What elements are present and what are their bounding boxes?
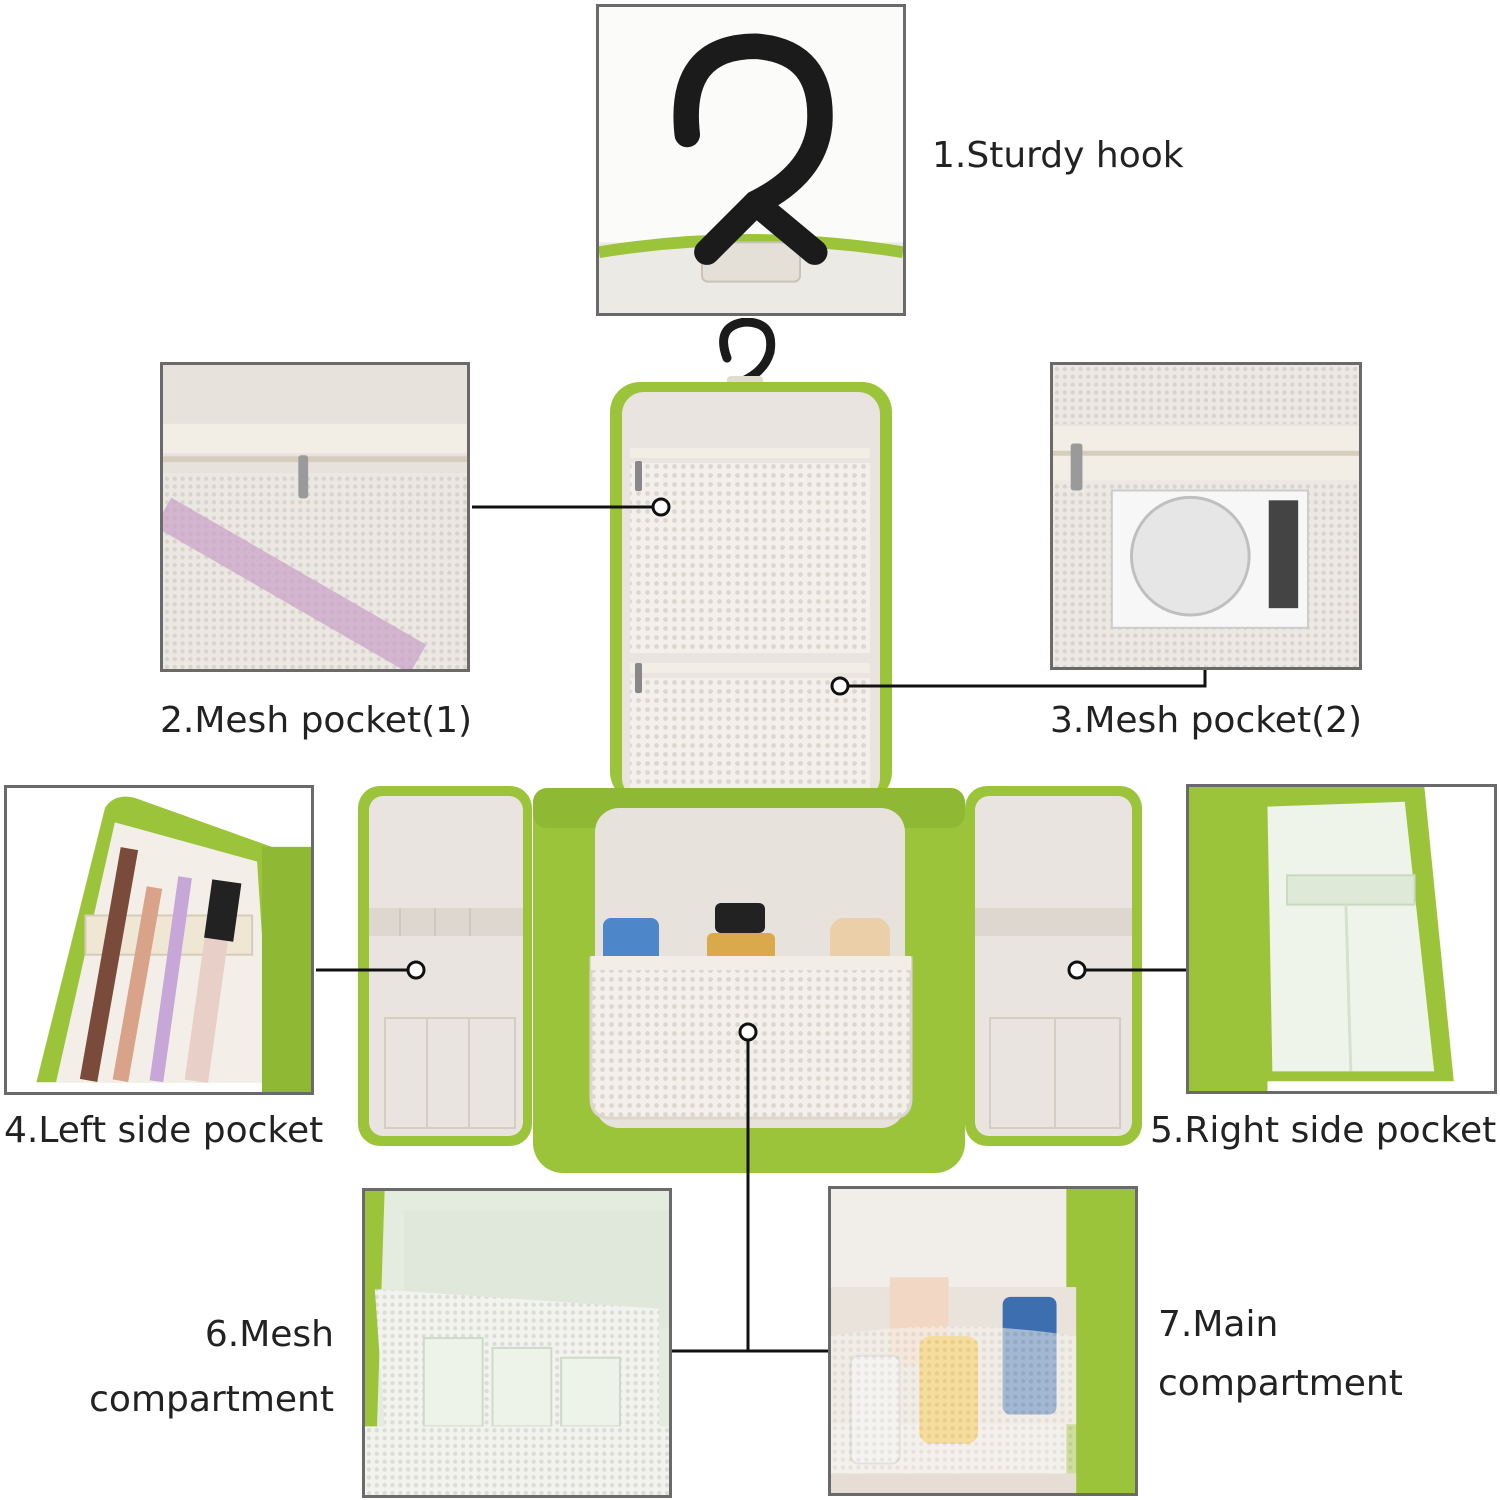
compact-mirror-icon <box>1130 495 1251 617</box>
label-left-side-pocket: 4.Left side pocket <box>4 1110 324 1151</box>
label-mesh-pocket-1: 2.Mesh pocket(1) <box>160 700 473 741</box>
label-right-side-pocket: 5.Right side pocket <box>1150 1110 1497 1151</box>
zipper-pull-icon <box>298 455 309 499</box>
label-main-compartment-line1: 7.Main <box>1158 1304 1279 1345</box>
right-side-pocket-image <box>1186 784 1497 1094</box>
label-mesh-compartment: 6.Mesh compartment <box>89 1312 334 1422</box>
label-mesh-compartment-line1: 6.Mesh <box>204 1314 334 1355</box>
brush-icon <box>79 847 139 1082</box>
mesh-pocket-1-image <box>160 362 470 672</box>
hook-detail-image <box>596 4 906 316</box>
label-mesh-compartment-line2: compartment <box>89 1379 334 1420</box>
mesh-compartment-image <box>362 1188 672 1498</box>
label-main-compartment: 7.Main compartment <box>1158 1302 1403 1406</box>
mesh-pocket-2-image <box>1050 362 1362 670</box>
zipper-pull-icon <box>1070 443 1083 491</box>
label-mesh-pocket-2: 3.Mesh pocket(2) <box>1050 700 1363 741</box>
label-sturdy-hook: 1.Sturdy hook <box>932 135 1184 176</box>
main-compartment-image <box>828 1186 1138 1496</box>
label-main-compartment-line2: compartment <box>1158 1363 1403 1404</box>
hook-icon <box>599 7 903 313</box>
toiletry-bag-image <box>355 317 1145 1178</box>
left-side-pocket-image <box>4 785 314 1095</box>
bag-hook-icon <box>719 317 776 403</box>
